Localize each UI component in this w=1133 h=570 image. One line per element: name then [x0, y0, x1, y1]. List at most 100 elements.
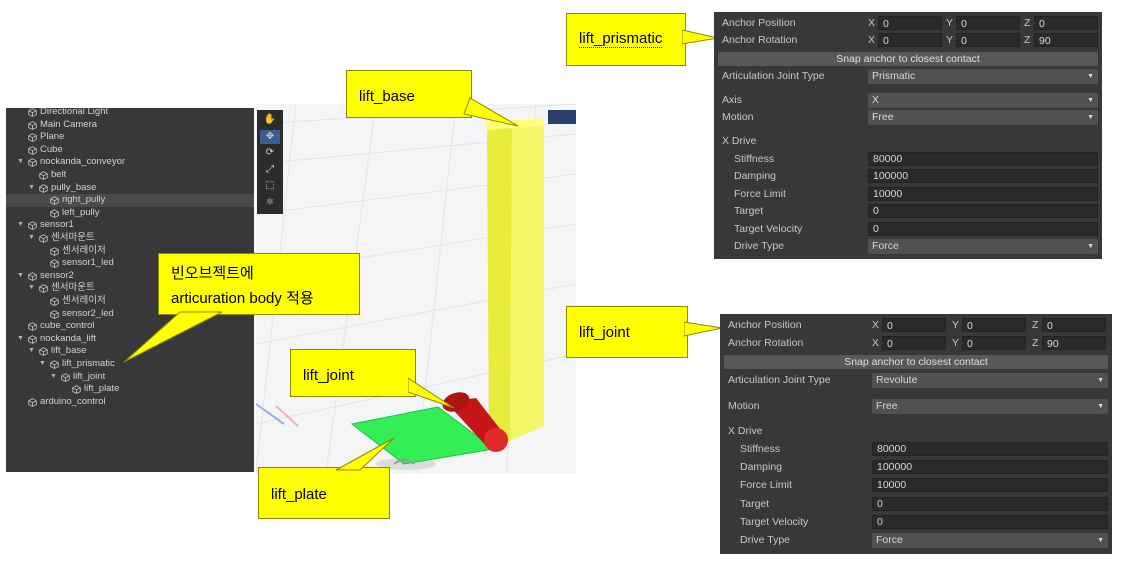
hierarchy-item[interactable]: 센서레이저	[6, 295, 254, 308]
hierarchy-item-label: 센서마운트	[51, 282, 95, 294]
hierarchy-item[interactable]: ▼lift_joint	[6, 371, 254, 384]
background-object	[548, 110, 576, 124]
expand-arrow-icon[interactable]: ▼	[28, 347, 35, 355]
anchor_position-y-field[interactable]: 0	[956, 16, 1020, 30]
target-field[interactable]: 0	[868, 204, 1098, 219]
damping-field[interactable]: 100000	[868, 169, 1098, 184]
dropdown-value: Force	[872, 240, 899, 252]
gameobject-icon	[28, 398, 37, 407]
hierarchy-item[interactable]: lift_plate	[6, 383, 254, 396]
chevron-down-icon: ▼	[1097, 377, 1104, 384]
hierarchy-item[interactable]: sensor2_led	[6, 308, 254, 321]
anchor_position-y-field[interactable]: 0	[962, 318, 1026, 332]
scene-view[interactable]	[256, 104, 576, 474]
hierarchy-item[interactable]: Plane	[6, 131, 254, 144]
hierarchy-item[interactable]: belt	[6, 169, 254, 182]
scene-tools: ✋ ✥ ⟳ ⤢ ⬚ ⚛	[257, 110, 283, 214]
hierarchy-item[interactable]: Directional Light	[6, 108, 254, 119]
axis-letter: Z	[1032, 319, 1039, 331]
hierarchy-item[interactable]: 센서레이저	[6, 245, 254, 258]
anchor_rotation-y-field[interactable]: 0	[956, 33, 1020, 47]
hierarchy-item[interactable]: Cube	[6, 144, 254, 157]
force-limit-field[interactable]: 10000	[868, 186, 1098, 201]
drive-type-dropdown[interactable]: Force▼	[872, 533, 1108, 548]
hierarchy-item[interactable]: left_pully	[6, 207, 254, 220]
scale-tool-button[interactable]: ⤢	[260, 163, 280, 177]
rect-tool-icon: ⬚	[265, 180, 275, 191]
expand-arrow-icon[interactable]: ▼	[50, 372, 57, 380]
hierarchy-item[interactable]: Main Camera	[6, 119, 254, 132]
move-tool-button[interactable]: ✥	[260, 129, 280, 144]
callout-articulation-body: 빈오브젝트에 articuration body 적용	[158, 253, 360, 315]
joint-type-row: Articulation Joint Type Prismatic▼	[714, 68, 1102, 85]
gameobject-icon	[50, 259, 59, 269]
callout-pointer	[682, 29, 718, 45]
gameobject-icon	[50, 209, 59, 218]
anchor_rotation-x-field[interactable]: 0	[882, 336, 946, 350]
anchor_position-x-field[interactable]: 0	[882, 318, 946, 332]
expand-arrow-icon[interactable]: ▼	[17, 334, 24, 342]
hand-tool-button[interactable]: ✋	[260, 113, 280, 127]
rotate-tool-button[interactable]: ⟳	[260, 146, 280, 160]
joint-type-dropdown[interactable]: Revolute▼	[872, 373, 1108, 388]
rect-tool-button[interactable]: ⬚	[260, 179, 280, 193]
target-velocity-field[interactable]: 0	[868, 221, 1098, 236]
motion-dropdown[interactable]: Free▼	[872, 399, 1108, 414]
expand-arrow-icon[interactable]: ▼	[28, 234, 35, 241]
stiffness-field[interactable]: 80000	[872, 442, 1108, 456]
rotate-tool-icon: ⟳	[265, 147, 275, 158]
field-label: Articulation Joint Type	[722, 70, 825, 82]
axis-dropdown[interactable]: X▼	[868, 93, 1098, 108]
callout-pointer	[684, 321, 723, 337]
target-field[interactable]: 0	[872, 496, 1108, 511]
hierarchy-item[interactable]: ▼sensor1	[6, 219, 254, 232]
anchor_position-z-field[interactable]: 0	[1034, 16, 1098, 30]
force-limit-field[interactable]: 10000	[872, 478, 1108, 493]
anchor_rotation-z-field[interactable]: 90	[1034, 33, 1098, 47]
hierarchy-item[interactable]: ▼sensor2	[6, 270, 254, 283]
hierarchy-item[interactable]: ▼lift_base	[6, 345, 254, 358]
hierarchy-item[interactable]: ▼센서마운트	[6, 232, 254, 245]
snap-anchor-button[interactable]: Snap anchor to closest contact	[718, 52, 1098, 66]
hierarchy-item[interactable]: ▼ 센서마운트	[6, 282, 254, 295]
target-velocity-field[interactable]: 0	[872, 514, 1108, 529]
hierarchy-item[interactable]: ▼nockanda_lift	[6, 333, 254, 346]
anchor_rotation-y-field[interactable]: 0	[962, 336, 1026, 350]
anchor_rotation-z-field[interactable]: 90	[1042, 336, 1106, 350]
anchor_position-x-field[interactable]: 0	[878, 16, 942, 30]
lift-base-object[interactable]	[485, 118, 544, 442]
transform-tool-button[interactable]: ⚛	[260, 196, 280, 210]
anchor_position-z-field[interactable]: 0	[1042, 318, 1106, 332]
hierarchy-item-label: right_pully	[62, 194, 106, 206]
chevron-down-icon: ▼	[1087, 114, 1094, 121]
gameobject-icon	[39, 347, 48, 357]
motion-dropdown[interactable]: Free▼	[868, 110, 1098, 125]
expand-arrow-icon[interactable]: ▼	[17, 221, 24, 229]
hierarchy-item[interactable]: ▼pully_base	[6, 182, 254, 195]
callout-pointer	[123, 311, 223, 363]
drive-type-dropdown[interactable]: Force ▼	[868, 239, 1098, 254]
hierarchy-item-label: sensor2_led	[62, 307, 114, 319]
hierarchy-item[interactable]: right_pully	[6, 194, 254, 207]
expand-arrow-icon[interactable]: ▼	[39, 360, 46, 367]
hierarchy-item[interactable]: sensor1_led	[6, 257, 254, 270]
expand-arrow-icon[interactable]: ▼	[17, 271, 24, 279]
damping-field[interactable]: 100000	[872, 460, 1108, 475]
joint-type-dropdown[interactable]: Prismatic▼	[868, 69, 1098, 84]
expand-arrow-icon[interactable]: ▼	[28, 183, 35, 191]
hierarchy-item[interactable]: cube_control	[6, 320, 254, 333]
hierarchy-item[interactable]: ▼nockanda_conveyor	[6, 156, 254, 169]
chevron-down-icon: ▼	[1087, 243, 1094, 250]
stiffness-field[interactable]: 80000	[868, 152, 1098, 166]
hierarchy-item[interactable]: arduino_control	[6, 396, 254, 409]
expand-arrow-icon[interactable]: ▼	[17, 158, 24, 166]
anchor_rotation-x-field[interactable]: 0	[878, 33, 942, 47]
callout-lift-joint: lift_joint	[290, 349, 416, 397]
expand-arrow-icon[interactable]: ▼	[28, 284, 35, 292]
hierarchy-item[interactable]: ▼lift_prismatic	[6, 358, 254, 371]
snap-anchor-button[interactable]: Snap anchor to closest contact	[724, 355, 1108, 369]
